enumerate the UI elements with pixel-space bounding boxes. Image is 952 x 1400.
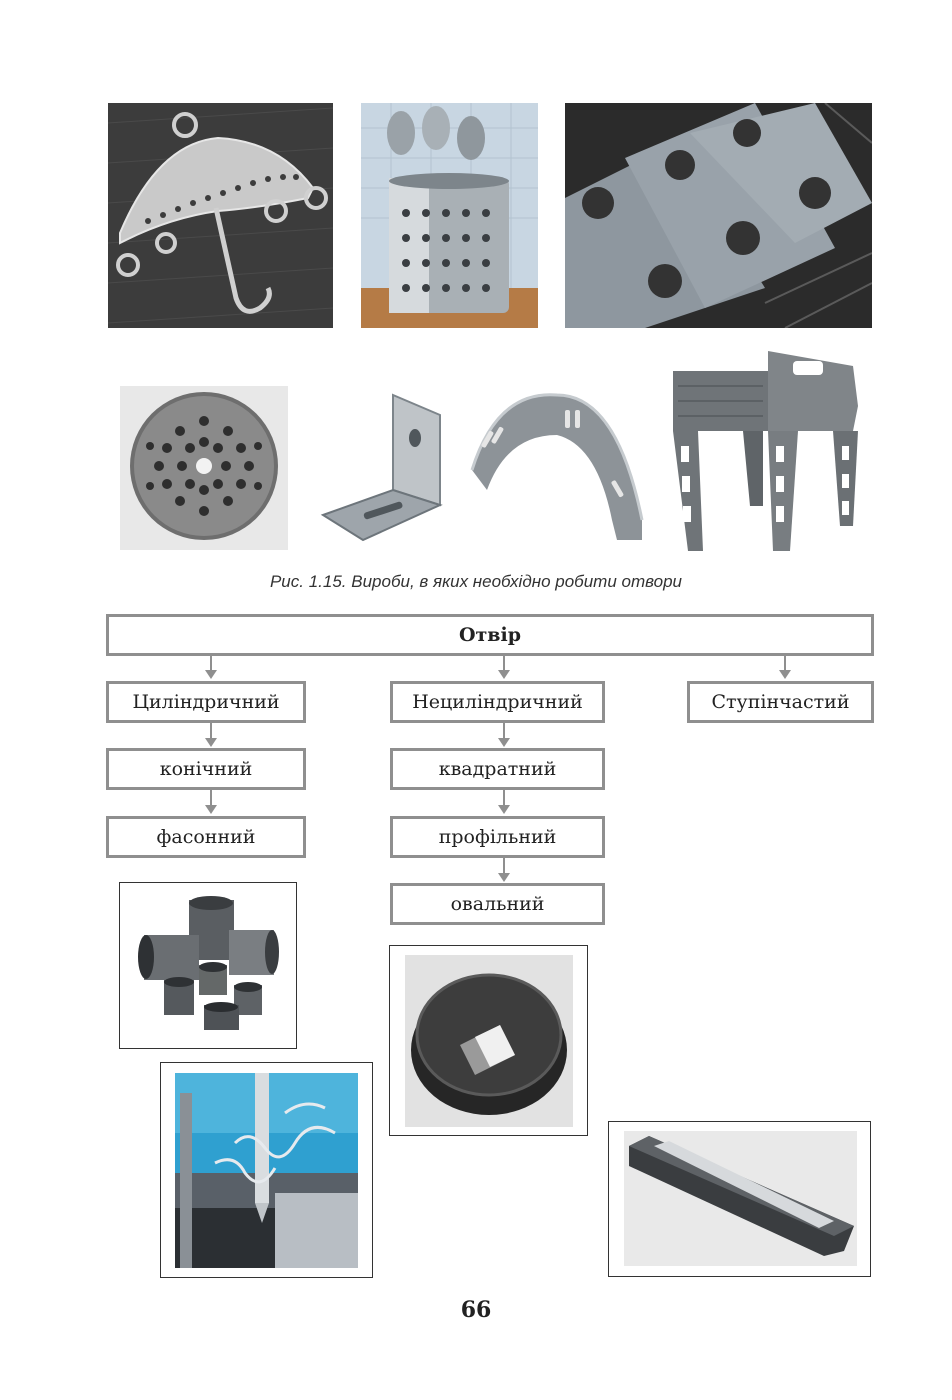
photo-metal-plates (565, 103, 872, 328)
connector-line (210, 656, 212, 670)
diagram-root-box: Отвір (106, 614, 874, 656)
page-number: 66 (460, 1297, 492, 1323)
photo-slotted-bar (624, 1131, 857, 1266)
arrow-head (205, 670, 217, 679)
photo-frame-slotted-bar (608, 1121, 871, 1277)
connector-line (503, 858, 505, 873)
photo-corner-bracket (318, 390, 446, 545)
photo-frame-square-hole-disk (389, 945, 588, 1136)
connector-line (784, 656, 786, 670)
figure-caption: Рис. 1.15. Вироби, в яких необхідно роби… (269, 572, 683, 591)
connector-line (503, 723, 505, 738)
diagram-box-cylindrical: Циліндричний (106, 681, 306, 723)
photo-umbrella-charm (108, 103, 333, 328)
arrow-head (205, 805, 217, 814)
connector-line (503, 790, 505, 805)
diagram-box-conical: конічний (106, 748, 306, 790)
photo-drilling (175, 1073, 358, 1268)
diagram-box-stepped: Ступінчастий (687, 681, 874, 723)
photo-square-hole-disk (405, 955, 573, 1127)
diagram-box-profile: профільний (390, 816, 605, 858)
photo-frame-pipe-fittings (119, 882, 297, 1049)
diagram-box-label: фасонний (156, 826, 256, 848)
diagram-box-label: квадратний (438, 758, 557, 780)
diagram-box-label: конічний (159, 758, 253, 780)
diagram-box-square: квадратний (390, 748, 605, 790)
diagram-box-shaped: фасонний (106, 816, 306, 858)
connector-line (210, 790, 212, 805)
arrow-head (779, 670, 791, 679)
diagram-box-oval: овальний (390, 883, 605, 925)
arrow-head (498, 805, 510, 814)
photo-cutlery-holder (361, 103, 538, 328)
photo-pipe-fittings (134, 895, 284, 1038)
diagram-box-noncylindrical: Нециліндричний (390, 681, 605, 723)
photo-grinder-plate (120, 386, 288, 550)
photo-frame-drilling (160, 1062, 373, 1278)
connector-line (503, 656, 505, 670)
arrow-head (498, 670, 510, 679)
diagram-root-label: Отвір (458, 624, 522, 646)
arrow-head (205, 738, 217, 747)
diagram-box-label: профільний (438, 826, 557, 848)
diagram-box-label: овальний (450, 893, 545, 915)
diagram-box-label: Нециліндричний (412, 691, 583, 713)
connector-line (210, 723, 212, 738)
photo-napkin-holder (467, 390, 647, 550)
arrow-head (498, 873, 510, 882)
arrow-head (498, 738, 510, 747)
diagram-box-label: Циліндричний (132, 691, 280, 713)
photo-barbecue-grill (668, 346, 863, 551)
diagram-box-label: Ступінчастий (711, 691, 850, 713)
